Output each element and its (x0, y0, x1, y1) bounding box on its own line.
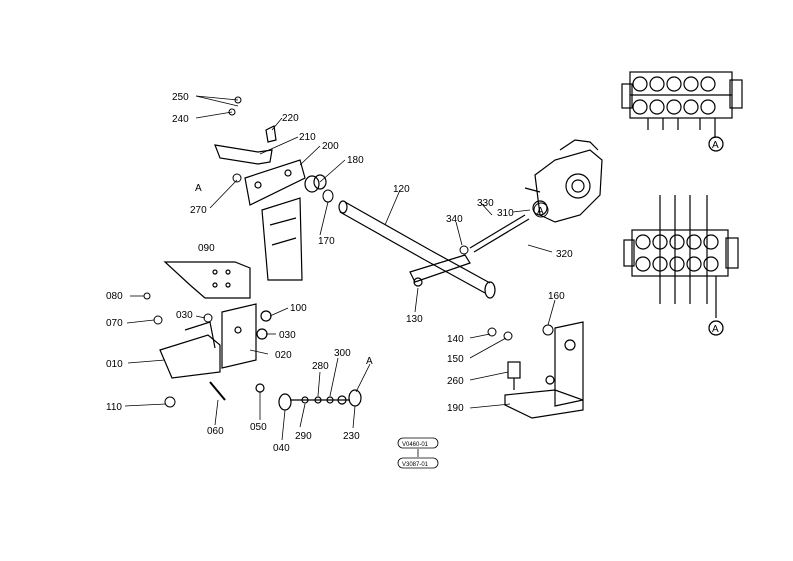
callout-080: 080 (106, 291, 123, 302)
callout-100: 100 (290, 303, 307, 314)
callout-130: 130 (406, 314, 423, 325)
bracket-020 (221, 303, 272, 369)
callout-120: 120 (393, 184, 410, 195)
bolt-260 (507, 361, 521, 390)
pin-060 (209, 381, 226, 401)
rod-330 (469, 214, 530, 253)
bushing-160 (542, 324, 554, 336)
lever-210 (214, 125, 277, 165)
bracket-010 (159, 321, 221, 379)
callout-250: 250 (172, 92, 189, 103)
bushing-180 (304, 174, 327, 193)
callout-270: 270 (190, 205, 207, 216)
callout-330: 330 (477, 198, 494, 209)
callout-090: 090 (198, 243, 215, 254)
nut-340 (459, 245, 469, 255)
callout-140: 140 (447, 334, 464, 345)
shaft-120 (338, 200, 496, 299)
callout-230: 230 (343, 431, 360, 442)
callout-030-a: 030 (176, 310, 193, 321)
callout-260: 260 (447, 376, 464, 387)
serial-bottom: V3087-01 (402, 462, 429, 468)
callout-300: 300 (334, 348, 351, 359)
part-270 (232, 173, 242, 183)
callout-310: 310 (497, 208, 514, 219)
reference-markers (533, 136, 724, 336)
callout-240: 240 (172, 114, 189, 125)
callout-160: 160 (548, 291, 565, 302)
nut-150 (503, 331, 513, 341)
reference-a-label-3: A (537, 206, 544, 217)
callout-340: 340 (446, 214, 463, 225)
reference-a-label-2: A (366, 356, 373, 367)
reference-a-label-4: A (712, 140, 719, 151)
callout-170: 170 (318, 236, 335, 247)
reference-a-label-1: A (195, 183, 202, 194)
pedal-090 (163, 261, 251, 299)
callout-050: 050 (250, 422, 267, 433)
bracket-200 (244, 159, 306, 281)
spring-080 (143, 292, 151, 300)
arm-130 (409, 254, 471, 287)
callout-070: 070 (106, 318, 123, 329)
serial-range: V0460-01 V3087-01 (397, 437, 439, 469)
bolt-110 (164, 396, 176, 408)
callout-150: 150 (447, 354, 464, 365)
bushing-030 (203, 313, 213, 323)
callout-030-b: 030 (279, 330, 296, 341)
reference-a-label-5: A (712, 324, 719, 335)
pin-240 (228, 108, 236, 116)
washer-070 (153, 315, 163, 325)
callout-020: 020 (275, 350, 292, 361)
callout-110: 110 (106, 402, 122, 413)
linkage-rod (255, 383, 362, 411)
callout-060: 060 (207, 426, 224, 437)
callout-320: 320 (556, 249, 573, 260)
callout-190: 190 (447, 403, 464, 414)
callout-280: 280 (312, 361, 329, 372)
callout-200: 200 (322, 141, 339, 152)
serial-top: V0460-01 (402, 442, 429, 448)
nut-140 (487, 327, 497, 337)
valve-assembly (524, 139, 603, 223)
callout-180: 180 (347, 155, 364, 166)
callout-labels: 250 240 220 210 200 180 120 330 310 340 … (106, 92, 719, 454)
control-valve-bottom (623, 195, 739, 336)
callout-220: 220 (282, 113, 299, 124)
callout-290: 290 (295, 431, 312, 442)
washer-170 (322, 189, 334, 203)
callout-040: 040 (273, 443, 290, 454)
callout-210: 210 (299, 132, 316, 143)
bracket-190 (504, 321, 584, 419)
callout-010: 010 (106, 359, 123, 370)
leader-lines (124, 95, 556, 441)
control-valve-top (621, 71, 743, 152)
